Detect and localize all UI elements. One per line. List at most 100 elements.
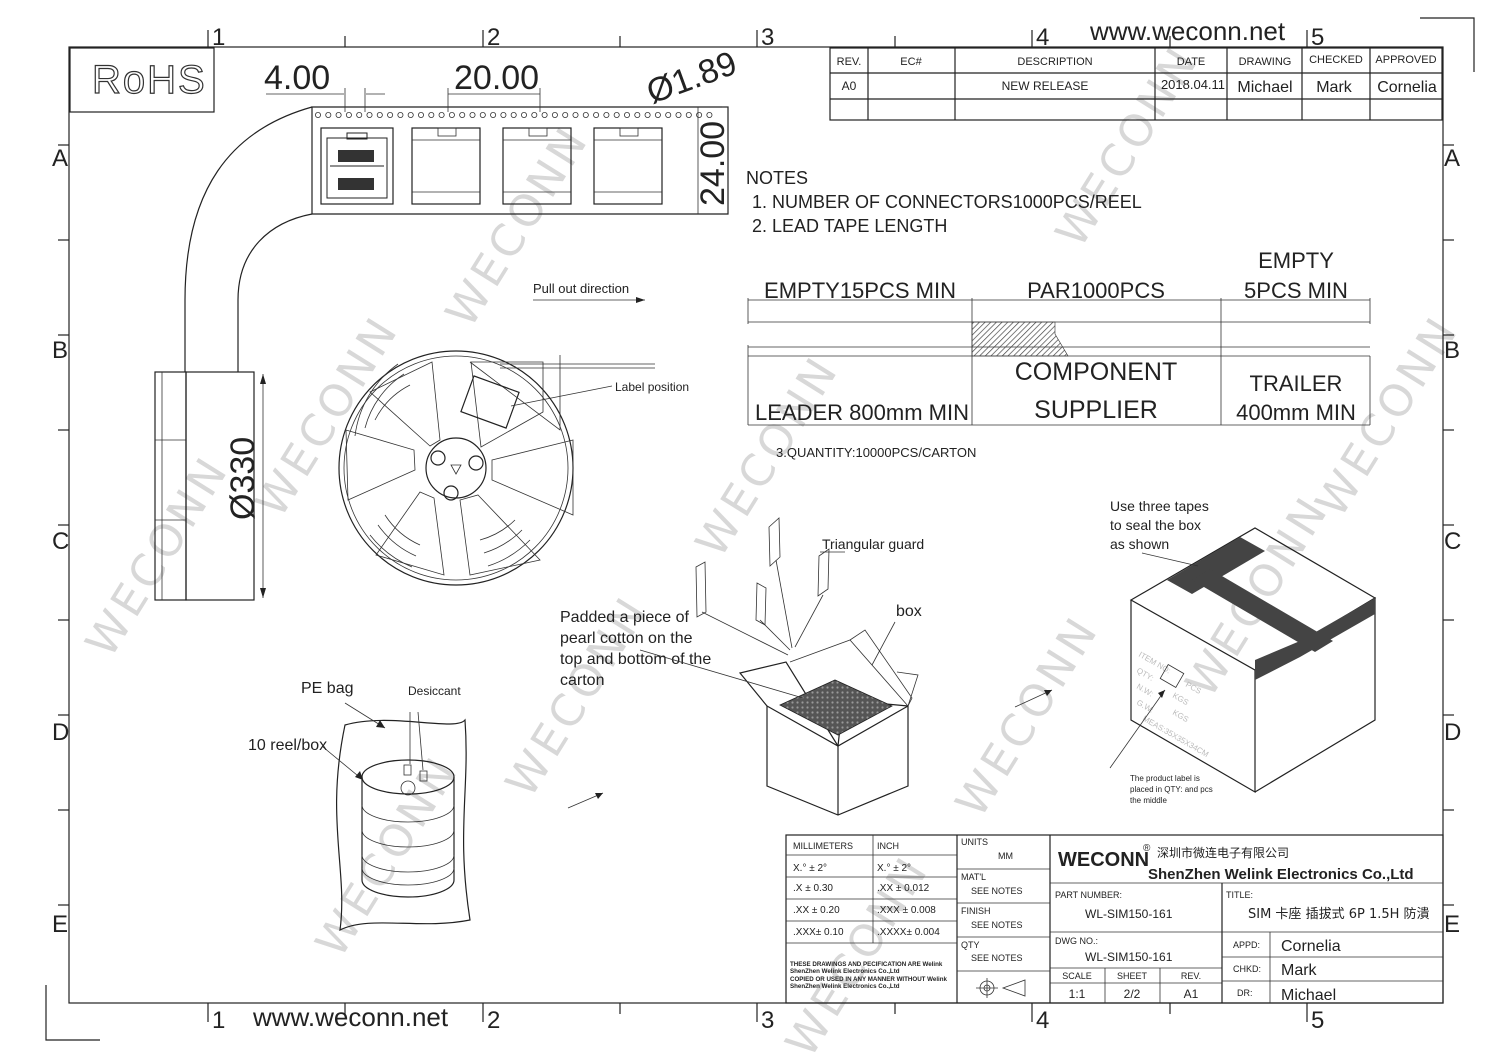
sealed-carton-view: ITEM NO: QTY: N.W: G.W: MEAS:35X35X34CM … bbox=[1109, 498, 1377, 805]
sprocket-hole bbox=[685, 112, 692, 119]
carrier-tape-view: Ø330 4.00 20.00 Ø1.89 24.00 bbox=[154, 44, 742, 601]
units-value: MM bbox=[998, 851, 1013, 861]
row-label: E bbox=[1444, 911, 1460, 938]
sprocket-hole bbox=[675, 112, 682, 119]
product-label-note: The product label is bbox=[1130, 774, 1200, 783]
reel-per-box-label: 10 reel/box bbox=[248, 737, 327, 754]
revision-cell: Michael bbox=[1237, 79, 1292, 96]
carton-mark: QTY: bbox=[1135, 666, 1155, 683]
sprocket-hole bbox=[603, 112, 610, 119]
column-label: 5 bbox=[1311, 24, 1324, 51]
company-name-cn: 深圳市微连电子有限公司 bbox=[1157, 845, 1289, 860]
trailer-label: 400mm MIN bbox=[1236, 400, 1356, 425]
sheet-label: SHEET bbox=[1117, 971, 1148, 981]
note-item: 2. LEAD TAPE LENGTH bbox=[752, 216, 947, 236]
sprocket-hole bbox=[448, 112, 455, 119]
copyright-notice: COPIED OR USED IN ANY MANNER WITHOUT Wel… bbox=[790, 976, 948, 983]
tape-pocket bbox=[411, 127, 481, 205]
column-label: 4 bbox=[1036, 1007, 1049, 1034]
carton-mark: KGS bbox=[1171, 708, 1190, 724]
sprocket-hole bbox=[706, 112, 713, 119]
revision-cell: Mark bbox=[1316, 79, 1353, 96]
row-label: B bbox=[52, 337, 68, 364]
label-position-text: Label position bbox=[615, 380, 689, 394]
tolerance-row: X.° ± 2° bbox=[793, 863, 827, 874]
approved-by: Cornelia bbox=[1281, 938, 1341, 955]
padded-label: top and bottom of the bbox=[560, 651, 711, 668]
company-name-en: ShenZhen Welink Electronics Co.,Ltd bbox=[1148, 866, 1414, 883]
rev-value: A1 bbox=[1184, 987, 1199, 1001]
copyright-notice: ShenZhen Welink Electronics Co.,Ltd bbox=[790, 968, 900, 975]
sealing-tape bbox=[1192, 569, 1333, 652]
row-label: A bbox=[52, 145, 68, 172]
sprocket-hole bbox=[407, 112, 414, 119]
tapes-note: as shown bbox=[1110, 536, 1169, 552]
sprocket-hole bbox=[593, 112, 600, 119]
column-label: 5 bbox=[1311, 1007, 1324, 1034]
tape-width-dim: 24.00 bbox=[694, 121, 732, 206]
sprocket-hole bbox=[521, 112, 528, 119]
website-link[interactable]: www.weconn.net bbox=[1089, 16, 1286, 46]
notes: NOTES 1. NUMBER OF CONNECTORS1000PCS/REE… bbox=[746, 168, 1142, 460]
sprocket-hole bbox=[417, 112, 424, 119]
sprocket-hole bbox=[459, 112, 466, 119]
sprocket-hole bbox=[397, 112, 404, 119]
reel-front-view: Pull out direction Label position bbox=[338, 281, 689, 586]
registered-mark: ® bbox=[1143, 843, 1151, 854]
dwg-no-label: DWG NO.: bbox=[1055, 936, 1098, 946]
carton-mark: N.W: bbox=[1135, 682, 1155, 699]
row-label: E bbox=[52, 911, 68, 938]
notes-title: NOTES bbox=[746, 168, 808, 188]
qty-value: SEE NOTES bbox=[971, 953, 1023, 963]
material-label: MAT'L bbox=[961, 872, 986, 882]
sprocket-hole bbox=[356, 112, 363, 119]
drawing-title: SIM 卡座 插拔式 6P 1.5H 防潰 bbox=[1248, 906, 1430, 922]
approved-label: APPD: bbox=[1233, 940, 1260, 950]
revision-header: EC# bbox=[900, 56, 922, 68]
revision-header: REV. bbox=[837, 56, 862, 68]
row-label: D bbox=[1444, 719, 1461, 746]
sprocket-hole bbox=[345, 112, 352, 119]
revision-header: DESCRIPTION bbox=[1017, 56, 1092, 68]
rohs-box bbox=[69, 47, 215, 113]
watermark: WECONN bbox=[246, 307, 409, 526]
sprocket-hole bbox=[490, 112, 497, 119]
sprocket-hole bbox=[582, 112, 589, 119]
sprocket-hole bbox=[624, 112, 631, 119]
sprocket-hole bbox=[696, 112, 703, 119]
row-label: C bbox=[1444, 528, 1461, 555]
sprocket-hole bbox=[428, 112, 435, 119]
watermark: WECONN bbox=[946, 607, 1109, 826]
product-label-note: placed in QTY: and pcs bbox=[1130, 785, 1213, 794]
parts-label: PAR1000PCS bbox=[1027, 278, 1165, 303]
tolerance-row: X.° ± 2° bbox=[877, 863, 911, 874]
open-box-view: Triangular guard box Padded a piece of p… bbox=[560, 517, 924, 816]
watermark: WECONN bbox=[776, 847, 939, 1061]
column-label: 3 bbox=[761, 24, 774, 51]
reel-diameter-dim: Ø330 bbox=[224, 437, 262, 520]
note-item: 1. NUMBER OF CONNECTORS1000PCS/REEL bbox=[752, 192, 1142, 212]
empty-trailer-label: EMPTY bbox=[1258, 248, 1334, 273]
drawn-label: DR: bbox=[1237, 988, 1253, 998]
website-link[interactable]: www.weconn.net bbox=[252, 1002, 449, 1032]
padded-label: Padded a piece of bbox=[560, 609, 690, 626]
material-value: SEE NOTES bbox=[971, 886, 1023, 896]
sprocket-hole bbox=[387, 112, 394, 119]
projection-symbol-icon bbox=[976, 978, 1026, 998]
sprocket-pitch-dim: 4.00 bbox=[264, 59, 330, 97]
revision-table: REV. EC# DESCRIPTION DATE DRAWING CHECKE… bbox=[829, 47, 1443, 121]
part-number-label: PART NUMBER: bbox=[1055, 890, 1122, 900]
padded-label: pearl cotton on the bbox=[560, 630, 693, 647]
sprocket-hole bbox=[572, 112, 579, 119]
rohs-mark: RoHS bbox=[92, 58, 207, 102]
watermark: WECONN bbox=[76, 447, 239, 666]
tolerance-row: .XXX± 0.10 bbox=[793, 927, 844, 938]
title-label: TITLE: bbox=[1226, 890, 1253, 900]
drawn-by: Michael bbox=[1281, 987, 1336, 1004]
hole-diameter-dim: Ø1.89 bbox=[642, 44, 742, 111]
watermark: WECONN bbox=[1046, 37, 1209, 256]
finish-value: SEE NOTES bbox=[971, 920, 1023, 930]
grid-ticks bbox=[58, 30, 1454, 1022]
carton-mark: MEAS:35X35X34CM bbox=[1141, 714, 1210, 759]
